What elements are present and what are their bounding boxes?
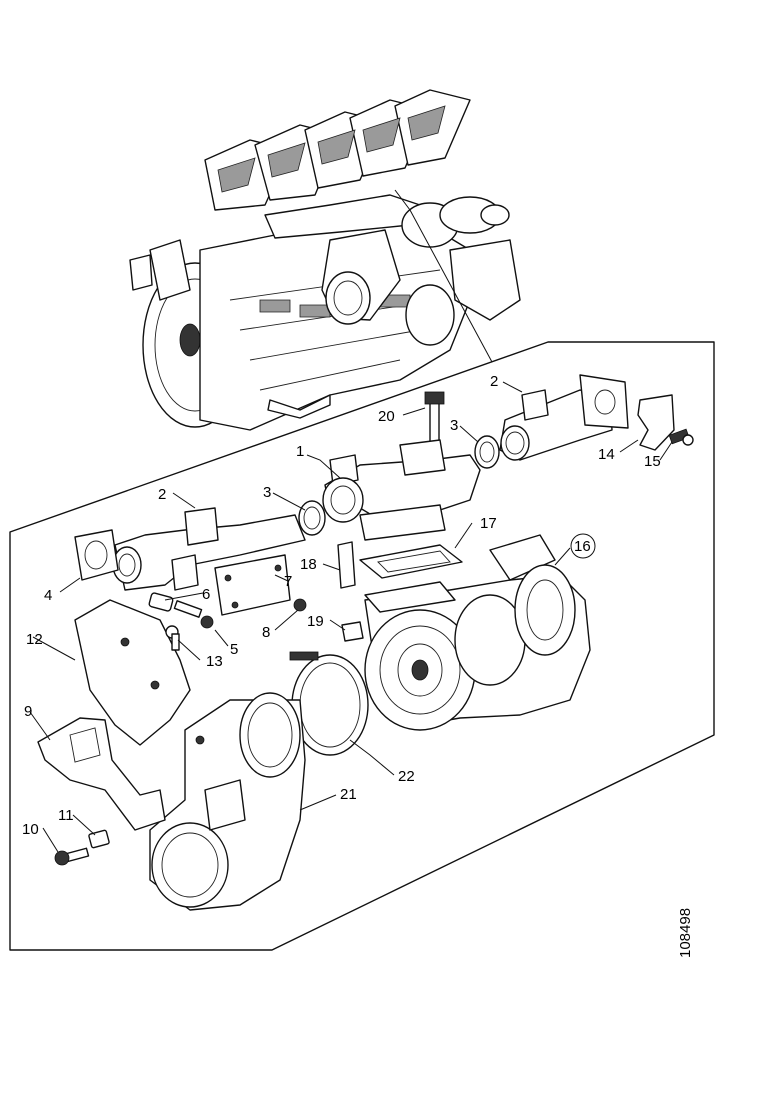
cylinder-heads <box>204 89 471 211</box>
callout-18: 18 <box>300 556 317 573</box>
callout-8: 8 <box>262 624 270 641</box>
callout-10: 10 <box>22 821 39 838</box>
callout-2-lower: 2 <box>158 486 166 503</box>
callout-14: 14 <box>598 446 615 463</box>
engine-to-detail-leader <box>409 209 493 363</box>
bracket-part-9 <box>37 717 166 831</box>
callout-11: 11 <box>58 807 74 824</box>
callout-19: 19 <box>307 613 324 630</box>
callout-2-upper: 2 <box>490 373 498 390</box>
spacer-part-6 <box>148 592 174 612</box>
callout-3-upper: 3 <box>450 417 458 434</box>
callout-3-lower: 3 <box>263 484 271 501</box>
callout-17: 17 <box>480 515 497 532</box>
gasket-part-18 <box>337 541 356 589</box>
callout-labels: 1 2 2 3 3 4 5 6 7 8 9 10 11 12 13 14 15 … <box>22 373 661 838</box>
bolt-part-5 <box>173 600 214 629</box>
callout-12: 12 <box>26 631 43 648</box>
detail-frame <box>9 341 715 951</box>
callout-15: 15 <box>644 453 661 470</box>
gasket-part-17 <box>359 544 463 579</box>
seal-ring-part-3-upper <box>474 435 500 469</box>
callout-20: 20 <box>378 408 395 425</box>
callout-21: 21 <box>340 786 357 803</box>
callout-4: 4 <box>44 587 52 604</box>
bolt-part-15 <box>668 428 694 446</box>
nut-part-19 <box>341 621 364 642</box>
callout-1: 1 <box>296 443 304 460</box>
engine-assembly <box>129 89 521 431</box>
callout-13: 13 <box>206 653 223 670</box>
heat-shield-part-12 <box>74 599 191 746</box>
callout-5: 5 <box>230 641 238 658</box>
seal-ring-part-3-lower <box>298 500 326 536</box>
leader-lines <box>29 381 673 853</box>
callout-16-circled: 16 <box>570 533 596 559</box>
callout-22: 22 <box>398 768 415 785</box>
plate-part-7 <box>214 554 291 616</box>
bracket-part-14 <box>637 394 675 451</box>
manifold-part-1 <box>322 439 481 541</box>
callout-6: 6 <box>202 586 210 603</box>
turbocharger-part-16 <box>364 534 591 731</box>
callout-9: 9 <box>24 703 32 720</box>
exhaust-pipe-part-2-lower <box>112 507 306 591</box>
bolt-part-13 <box>165 625 180 651</box>
bolt-part-8 <box>293 598 307 612</box>
spacer-part-11 <box>88 829 110 849</box>
callout-7: 7 <box>284 573 292 590</box>
callout-16: 16 <box>574 538 591 555</box>
exhaust-elbow-part-21 <box>149 692 306 911</box>
bolt-part-10 <box>54 847 90 866</box>
gasket-part-4 <box>74 529 119 581</box>
drawing-number: 108498 <box>677 908 694 958</box>
